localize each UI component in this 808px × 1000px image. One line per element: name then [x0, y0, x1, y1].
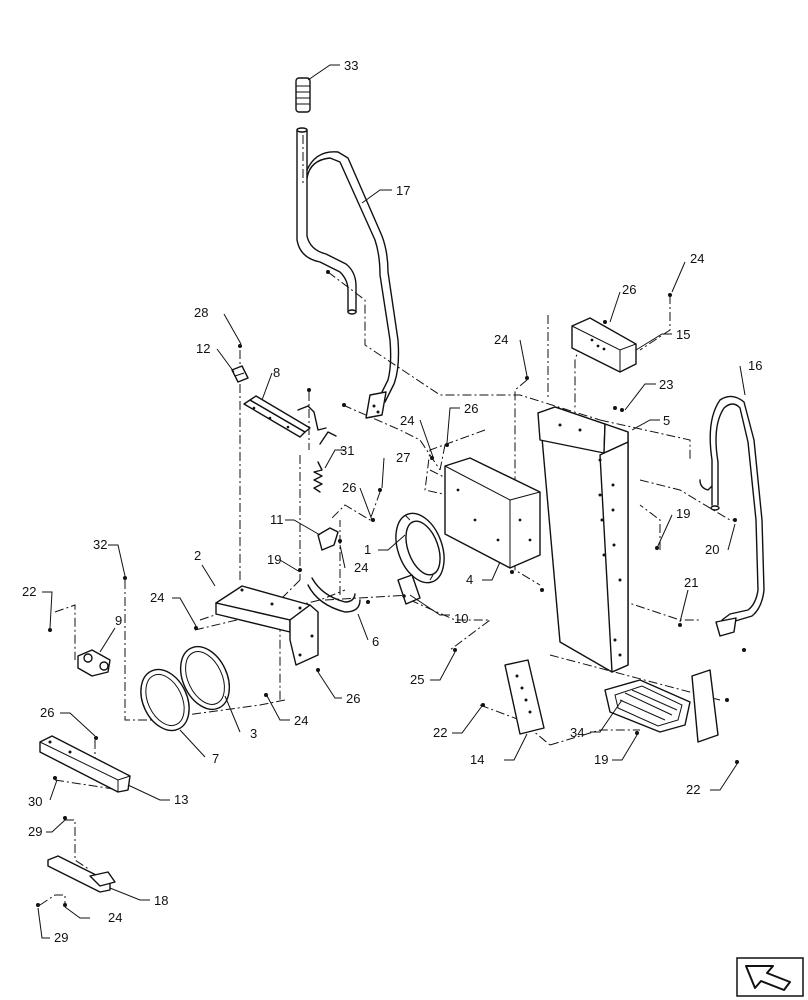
assembly-centerlines: [39, 135, 735, 906]
clip-12-part: [231, 365, 249, 383]
callout-26: 26: [464, 401, 478, 416]
callout-23: 23: [659, 377, 673, 392]
callout-8: 8: [273, 365, 280, 380]
callout-2: 2: [194, 548, 201, 563]
callout-24: 24: [400, 413, 414, 428]
bracket-11-part: [317, 527, 339, 551]
ring-3-part: [179, 645, 231, 711]
callout-9: 9: [115, 613, 122, 628]
grip-part: [295, 77, 311, 113]
arrow-icon[interactable]: [736, 957, 804, 997]
column-5-part: [537, 406, 629, 673]
plate-4-part: [444, 457, 541, 569]
callout-22: 22: [22, 584, 36, 599]
plate-14-part: [504, 659, 545, 735]
callout-6: 6: [372, 634, 379, 649]
hinge-9-part: [77, 649, 111, 677]
callout-4: 4: [466, 572, 473, 587]
callout-14: 14: [470, 752, 484, 767]
callout-24: 24: [108, 910, 122, 925]
ring-1-part: [395, 512, 445, 605]
ring-7-part: [140, 668, 190, 732]
callout-25: 25: [410, 672, 424, 687]
callout-1: 1: [364, 542, 371, 557]
callout-19: 19: [267, 552, 281, 567]
callout-24: 24: [690, 251, 704, 266]
callout-19: 19: [676, 506, 690, 521]
callout-18: 18: [154, 893, 168, 908]
callout-5: 5: [663, 413, 670, 428]
handle-17-part: [296, 127, 400, 419]
bracket-15-part: [571, 317, 637, 373]
fasteners: [36, 270, 746, 907]
callout-29: 29: [28, 824, 42, 839]
callout-13: 13: [174, 792, 188, 807]
plate-18-part: [47, 855, 116, 893]
callout-17: 17: [396, 183, 410, 198]
callout-15: 15: [676, 327, 690, 342]
callout-21: 21: [684, 575, 698, 590]
rail-8-part: [243, 395, 337, 445]
bar-13-part: [39, 735, 131, 793]
bracket-2-part: [215, 585, 319, 666]
callout-29: 29: [54, 930, 68, 945]
callout-26: 26: [622, 282, 636, 297]
callout-27: 27: [396, 450, 410, 465]
callout-10: 10: [454, 611, 468, 626]
callout-20: 20: [705, 542, 719, 557]
ring-6-part: [307, 577, 361, 613]
callout-19: 19: [594, 752, 608, 767]
callout-11: 11: [270, 512, 284, 527]
callout-28: 28: [194, 305, 208, 320]
step-34-part: [604, 669, 719, 743]
callout-22: 22: [686, 782, 700, 797]
spring-31-part: [313, 461, 323, 493]
callout-12: 12: [196, 341, 210, 356]
callout-26: 26: [342, 480, 356, 495]
handle-16-part: [699, 395, 765, 637]
callout-3: 3: [250, 726, 257, 741]
callout-22: 22: [433, 725, 447, 740]
callout-24: 24: [294, 713, 308, 728]
callout-34: 34: [570, 725, 584, 740]
callout-26: 26: [346, 691, 360, 706]
callout-26: 26: [40, 705, 54, 720]
callout-24: 24: [150, 590, 164, 605]
callout-24: 24: [354, 560, 368, 575]
callout-16: 16: [748, 358, 762, 373]
callout-32: 32: [93, 537, 107, 552]
callout-labels: 33 17 24 26 15 16 24 23 5 28 12 8 24 26 …: [22, 58, 762, 945]
callout-7: 7: [212, 751, 219, 766]
callout-30: 30: [28, 794, 42, 809]
callout-24: 24: [494, 332, 508, 347]
leader-lines: [37, 64, 746, 939]
callout-33: 33: [344, 58, 358, 73]
callout-31: 31: [340, 443, 354, 458]
